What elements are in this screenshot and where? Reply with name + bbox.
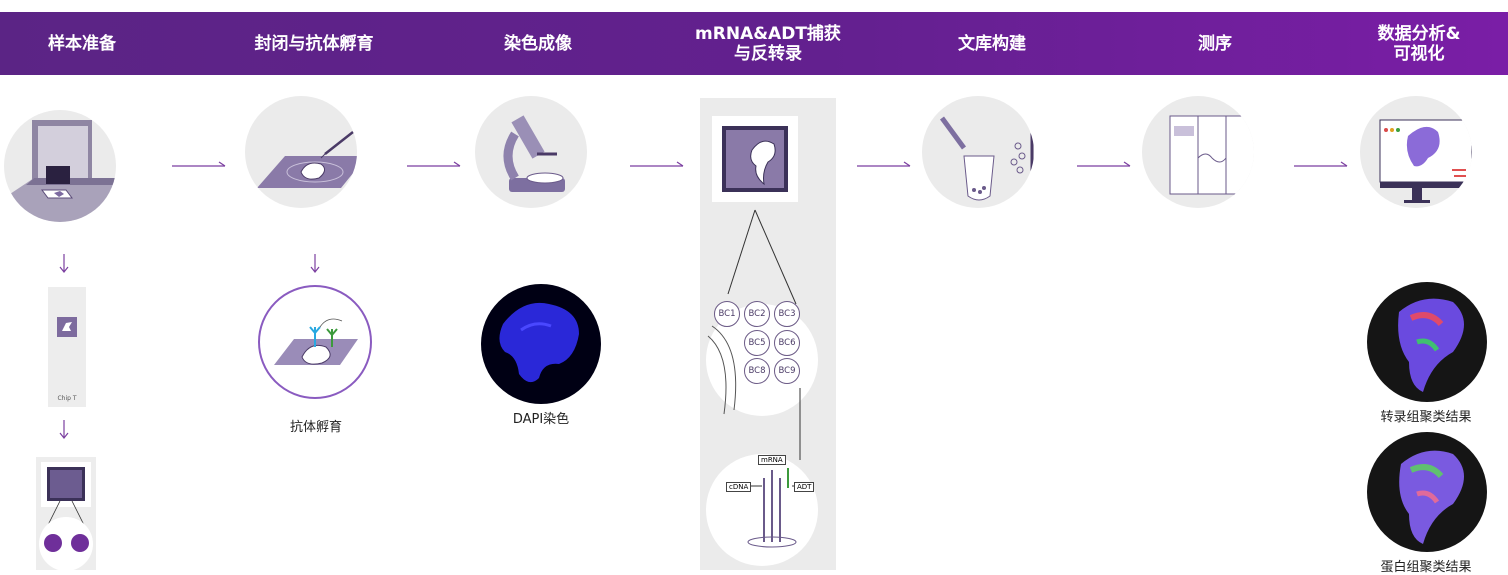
step-label-6: 测序 — [1198, 33, 1232, 54]
flow-arrow — [172, 161, 226, 167]
step-label-2: 封闭与抗体孵育 — [254, 33, 374, 54]
capture-panel: BC1 BC2 BC3 BC5 BC6 BC8 BC9 mRNA cDNA AD… — [700, 98, 836, 570]
sequencer-illustration — [1142, 96, 1254, 208]
down-arrow — [59, 254, 69, 273]
transcriptome-caption: 转录组聚类结果 — [1380, 410, 1472, 425]
step-label-3: 染色成像 — [504, 33, 572, 54]
step-label-1: 样本准备 — [48, 33, 116, 54]
transcriptome-cluster-image — [1367, 282, 1487, 402]
barcode-spot: BC3 — [774, 301, 800, 327]
step-label-5: 文库构建 — [958, 33, 1026, 54]
library-illustration — [922, 96, 1034, 208]
flow-arrow — [1294, 161, 1348, 167]
antibody-incubation-illustration — [245, 96, 357, 208]
step-label-7: 数据分析& 可视化 — [1377, 23, 1461, 64]
down-arrow — [59, 420, 69, 439]
mrna-label: mRNA — [758, 455, 786, 465]
antibody-binding-illustration — [258, 285, 372, 399]
workflow-header: 样本准备 封闭与抗体孵育 染色成像 mRNA&ADT捕获 与反转录 文库构建 测… — [0, 12, 1508, 75]
protein-cluster-image — [1367, 432, 1487, 552]
adt-label: ADT — [794, 482, 815, 492]
flow-arrow — [630, 161, 684, 167]
down-arrow — [310, 254, 320, 273]
barcode-spot: BC8 — [744, 358, 770, 384]
chip-slide: Chip T — [48, 287, 86, 407]
flow-arrow — [857, 161, 911, 167]
barcode-spot: BC6 — [774, 330, 800, 356]
cdna-label: cDNA — [726, 482, 752, 492]
chip-detail — [36, 457, 96, 570]
barcode-spot: BC2 — [744, 301, 770, 327]
chip-label: Chip T — [57, 395, 77, 402]
flow-arrow — [407, 161, 461, 167]
step-label-4: mRNA&ADT捕获 与反转录 — [695, 23, 841, 64]
dapi-image — [481, 284, 601, 404]
sample-prep-illustration — [4, 110, 116, 222]
monitor-illustration — [1360, 96, 1472, 208]
microscope-illustration — [475, 96, 587, 208]
dapi-caption: DAPI染色 — [512, 412, 570, 427]
protein-caption: 蛋白组聚类结果 — [1380, 560, 1472, 575]
barcode-spot: BC5 — [744, 330, 770, 356]
barcode-spot: BC1 — [714, 301, 740, 327]
flow-arrow — [1077, 161, 1131, 167]
barcode-spot: BC9 — [774, 358, 800, 384]
antibody-caption: 抗体孵育 — [289, 420, 342, 435]
